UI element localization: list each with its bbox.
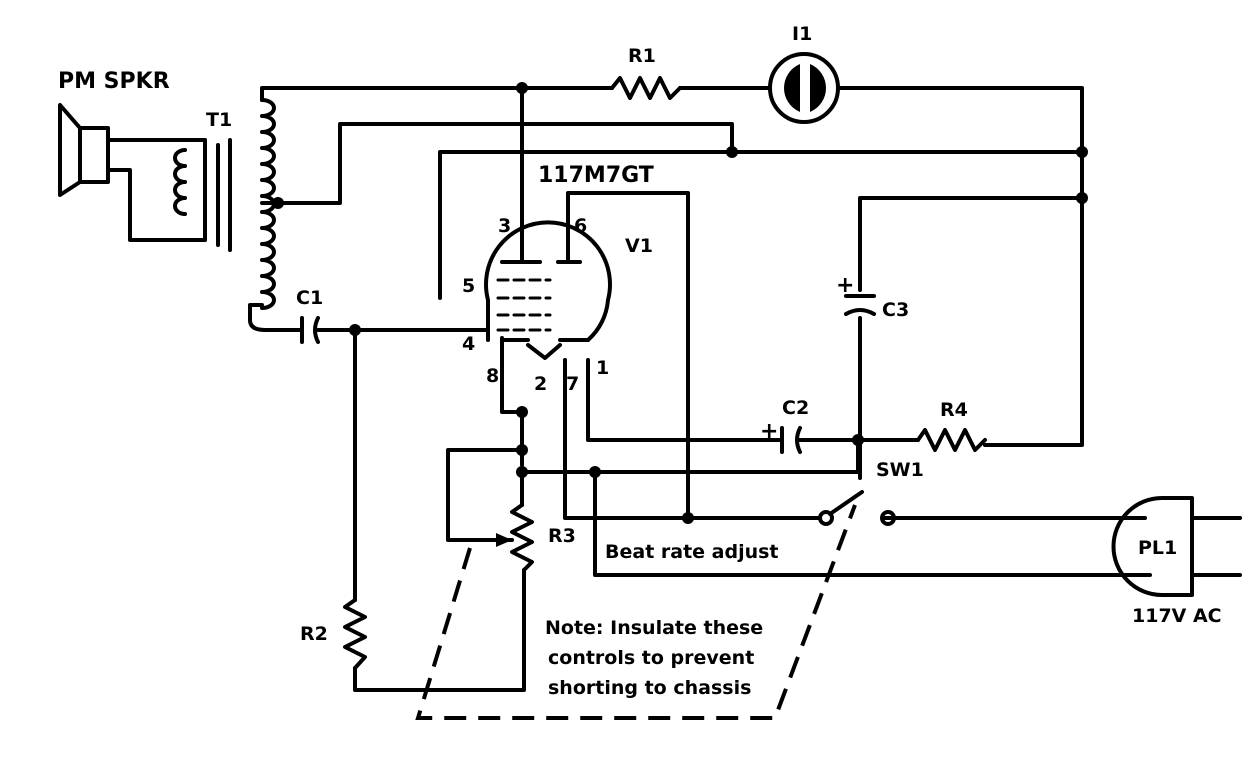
speaker-symbol: [58, 103, 207, 242]
label-plus-c3: +: [836, 273, 854, 298]
transformer-t1: [163, 98, 276, 310]
capacitor-c2: [780, 426, 802, 454]
label-sw1: SW1: [876, 459, 924, 481]
ganged-control-linkage: [415, 504, 857, 720]
note-line-2: controls to prevent: [548, 647, 754, 669]
note-line-3: shorting to chassis: [548, 677, 751, 699]
label-c2: C2: [782, 397, 809, 419]
junction-dots: [272, 82, 1088, 524]
resistor-r2: [343, 598, 367, 670]
label-pin-5: 5: [462, 275, 475, 297]
label-r3: R3: [548, 525, 576, 547]
label-ac: 117V AC: [1132, 605, 1222, 627]
label-c3: C3: [882, 299, 909, 321]
resistor-r1: [610, 76, 682, 100]
label-i1: I1: [792, 23, 812, 45]
label-beat-rate-adjust: Beat rate adjust: [605, 541, 779, 563]
capacitor-c3: [844, 294, 876, 316]
capacitor-c1: [300, 316, 320, 344]
label-pin-8: 8: [486, 365, 499, 387]
resistor-r4: [916, 428, 987, 452]
label-tube-type: 117M7GT: [538, 163, 654, 188]
lamp-i1: [768, 52, 840, 124]
wiring: [248, 86, 1242, 692]
switch-sw1: [818, 490, 896, 526]
label-pin-6: 6: [574, 215, 587, 237]
tube-v1: [484, 220, 612, 360]
label-pin-1: 1: [596, 357, 609, 379]
label-pl1: PL1: [1138, 537, 1177, 559]
label-v1: V1: [625, 235, 653, 257]
label-r1: R1: [628, 45, 656, 67]
potentiometer-r3: [496, 503, 534, 572]
label-pin-2: 2: [534, 373, 547, 395]
label-pin-4: 4: [462, 333, 475, 355]
plug-pl1: [1111, 496, 1194, 597]
label-r4: R4: [940, 399, 968, 421]
label-t1: T1: [206, 109, 232, 131]
label-r2: R2: [300, 623, 328, 645]
label-plus-c2: +: [760, 419, 778, 444]
label-pin-3: 3: [498, 215, 511, 237]
label-speaker: PM SPKR: [58, 69, 170, 94]
label-c1: C1: [296, 287, 323, 309]
label-pin-7: 7: [566, 373, 579, 395]
note-line-1: Note: Insulate these: [545, 617, 763, 639]
